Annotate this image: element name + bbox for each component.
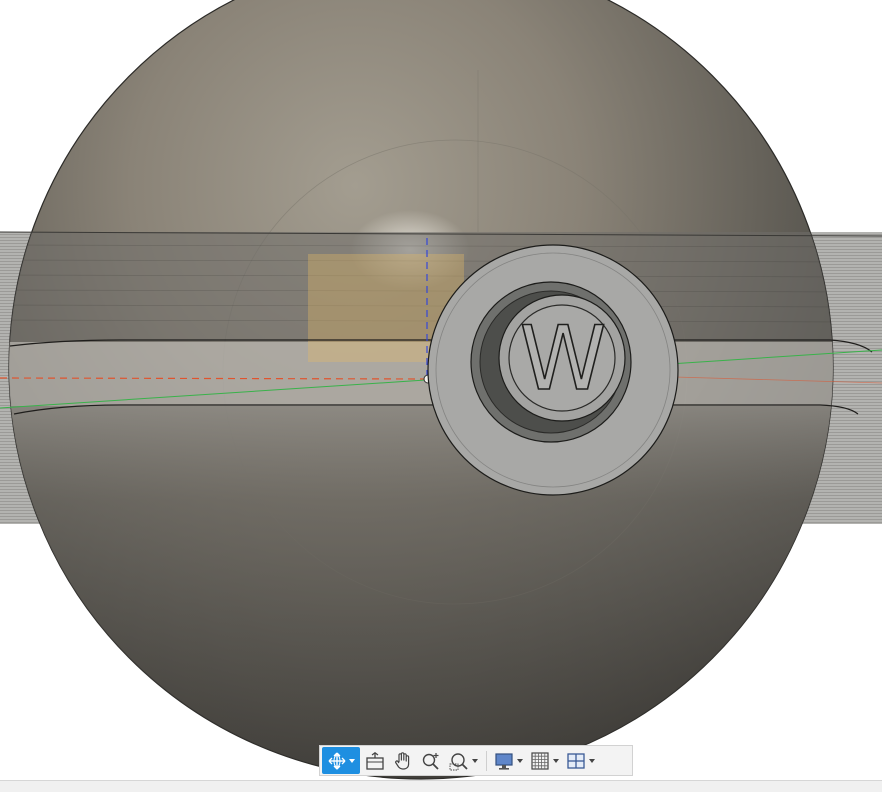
toolbar-divider [486, 750, 487, 771]
orbit-button[interactable] [322, 747, 360, 774]
pan-button[interactable] [390, 747, 416, 774]
chevron-down-icon [471, 758, 478, 763]
status-strip [0, 780, 882, 792]
chevron-down-icon [588, 758, 595, 763]
emblem-letter: W [519, 307, 606, 410]
viewports-button[interactable] [563, 747, 597, 774]
zoom-button[interactable] [418, 747, 444, 774]
look-at-icon [366, 751, 384, 770]
zoom-plus-icon [422, 752, 439, 770]
pan-hand-icon [395, 751, 410, 770]
chevron-down-icon [552, 758, 559, 763]
equator-gap [9, 342, 833, 406]
display-monitor-icon [494, 752, 513, 770]
chevron-down-icon [516, 758, 523, 763]
upper-seam-line [9, 339, 873, 353]
lower-shell[interactable] [0, 406, 882, 780]
zoom-window-icon [449, 752, 468, 770]
grid-icon [530, 751, 549, 770]
upper-band[interactable] [0, 232, 882, 342]
lower-seam-line [13, 404, 859, 415]
chevron-down-icon [348, 758, 355, 763]
fit-window-button[interactable] [446, 747, 480, 774]
display-settings-button[interactable] [491, 747, 525, 774]
look-at-button[interactable] [362, 747, 388, 774]
orbit-icon [328, 752, 345, 769]
x-axis-solid [639, 375, 882, 384]
viewports-icon [566, 752, 585, 769]
grid-snaps-button[interactable] [527, 747, 561, 774]
navigation-toolbar [319, 745, 633, 776]
